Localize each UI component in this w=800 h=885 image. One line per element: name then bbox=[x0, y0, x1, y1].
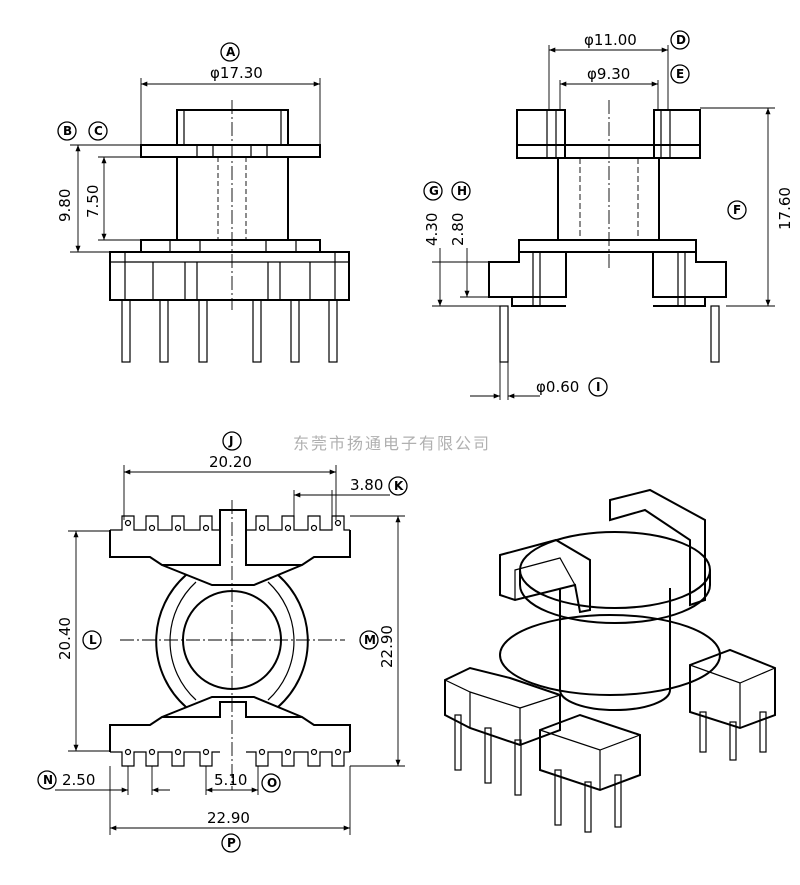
dim-k-value: 3.80 bbox=[350, 476, 383, 494]
dim-j-value: 20.20 bbox=[209, 453, 252, 471]
callout-m: M bbox=[359, 630, 379, 650]
svg-text:F: F bbox=[733, 203, 741, 217]
callout-g: G bbox=[423, 181, 443, 201]
dim-f-value: 17.60 bbox=[776, 187, 794, 230]
callout-j: J bbox=[222, 431, 242, 451]
dim-m-value: 22.90 bbox=[378, 625, 396, 668]
callout-i: I bbox=[588, 377, 608, 397]
dim-o-value: 5.10 bbox=[214, 771, 247, 789]
front-pins bbox=[121, 299, 338, 363]
svg-text:D: D bbox=[676, 33, 686, 47]
callout-b: B bbox=[57, 121, 77, 141]
callout-h: H bbox=[451, 181, 471, 201]
svg-text:M: M bbox=[364, 633, 376, 647]
dim-n-value: 2.50 bbox=[62, 771, 95, 789]
callout-c: C bbox=[88, 121, 108, 141]
callout-a: A bbox=[220, 42, 240, 62]
svg-text:E: E bbox=[676, 67, 684, 81]
iso-view bbox=[444, 488, 776, 833]
svg-text:N: N bbox=[43, 773, 53, 787]
svg-text:O: O bbox=[267, 776, 277, 790]
dim-l-value: 20.40 bbox=[56, 617, 74, 660]
dim-p-value: 22.90 bbox=[207, 809, 250, 827]
svg-text:C: C bbox=[94, 124, 103, 138]
callout-e: E bbox=[670, 64, 690, 84]
dim-a-value: φ17.30 bbox=[210, 64, 263, 82]
dim-980-value: 9.80 bbox=[56, 189, 74, 222]
dim-i-value: φ0.60 bbox=[536, 378, 579, 396]
callout-n: N bbox=[37, 770, 57, 790]
callout-labels: A B C D E F G H I J K L M N O P bbox=[37, 30, 747, 853]
svg-text:K: K bbox=[394, 479, 404, 493]
dim-h-value: 2.80 bbox=[449, 213, 467, 246]
callout-l: L bbox=[82, 630, 102, 650]
top-view: 20.20 3.80 20.40 22.90 2.50 5.10 22.90 bbox=[55, 453, 405, 835]
svg-text:H: H bbox=[457, 184, 467, 198]
callout-d: D bbox=[670, 30, 690, 50]
callout-k: K bbox=[388, 476, 408, 496]
front-view: φ17.30 9.80 7.50 bbox=[56, 64, 350, 363]
dim-g-value: 4.30 bbox=[423, 213, 441, 246]
svg-text:P: P bbox=[227, 836, 236, 850]
watermark-text: 东莞市扬通电子有限公司 bbox=[293, 434, 491, 453]
iso-pins bbox=[454, 711, 767, 833]
callout-f: F bbox=[727, 200, 747, 220]
svg-text:G: G bbox=[429, 184, 439, 198]
dim-d-value: φ11.00 bbox=[584, 31, 637, 49]
svg-text:L: L bbox=[89, 633, 97, 647]
callout-p: P bbox=[221, 833, 241, 853]
svg-text:J: J bbox=[228, 434, 233, 448]
callout-o: O bbox=[261, 773, 281, 793]
dim-750-value: 7.50 bbox=[84, 185, 102, 218]
svg-text:B: B bbox=[63, 124, 72, 138]
side-view: φ11.00 φ9.30 17.60 4.30 2.80 φ0.60 bbox=[423, 31, 794, 400]
svg-text:I: I bbox=[596, 380, 600, 394]
svg-text:A: A bbox=[226, 45, 236, 59]
dim-e-value: φ9.30 bbox=[587, 65, 630, 83]
